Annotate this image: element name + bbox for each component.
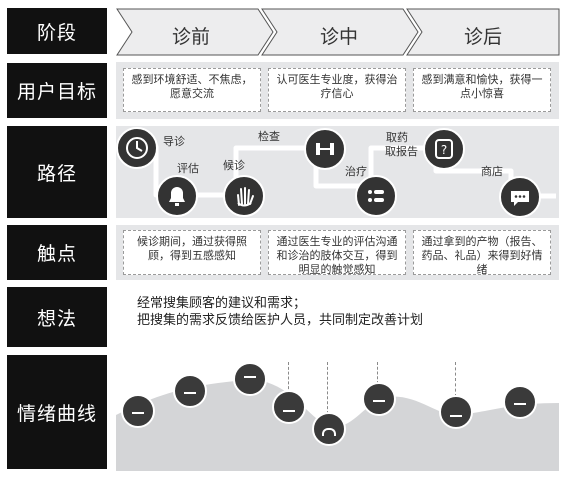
dumbbell-icon <box>304 128 346 170</box>
emotion-face-4 <box>272 390 306 424</box>
emotion-face-3 <box>233 362 267 396</box>
row-label-touchpoint: 触点 <box>7 225 107 280</box>
emotion-face-1 <box>121 394 155 428</box>
stage-chevron-3 <box>406 8 560 56</box>
emotion-guide-line-4 <box>455 362 456 397</box>
emotion-face-8 <box>503 385 537 419</box>
emotion-guide-line-1 <box>288 362 289 394</box>
stage-chevrons <box>116 8 560 56</box>
stage-chevron-2 <box>261 8 419 56</box>
path-label-treat: 治疗 <box>345 165 367 178</box>
emotion-face-6 <box>362 382 396 416</box>
thought-line-2: 把搜集的需求反馈给医护人员，共同制定改善计划 <box>137 313 424 328</box>
chat-icon <box>499 176 541 218</box>
touchpoint-card-during: 通过医生专业的评估沟通和诊治的肢体交互，得到明显的触觉感知 <box>268 230 406 276</box>
path-label-guide: 导诊 <box>163 135 185 148</box>
touchpoint-card-pre: 候诊期间，通过获得照顾，得到五感感知 <box>123 230 261 275</box>
clock-icon <box>116 127 158 169</box>
bell-icon <box>156 175 198 217</box>
svg-text:?: ? <box>441 143 447 157</box>
path-label-wait: 候诊 <box>223 159 245 172</box>
emotion-face-2 <box>173 374 207 408</box>
goal-card-during: 认可医生专业度，获得治疗信心 <box>268 68 406 112</box>
path-label-pickup: 取药 <box>386 131 408 144</box>
emotion-guide-line-3 <box>377 362 378 384</box>
row-label-path: 路径 <box>7 126 107 218</box>
thought-line-1: 经常搜集顾客的建议和需求； <box>137 296 307 311</box>
row-label-goal: 用户目标 <box>7 63 107 118</box>
emotion-curve <box>116 379 559 471</box>
row-label-stage: 阶段 <box>7 8 107 54</box>
stage-chevron-1 <box>116 8 274 56</box>
question-icon: ? <box>423 128 465 170</box>
row-label-emotion: 情绪曲线 <box>7 355 107 469</box>
emotion-face-5 <box>312 412 346 446</box>
row-label-thoughts: 想法 <box>7 287 107 347</box>
path-label-store: 商店 <box>481 165 503 178</box>
emotion-guide-line-2 <box>327 362 328 414</box>
stage-post: 诊后 <box>464 26 503 48</box>
emotion-face-7 <box>439 395 473 429</box>
path-label-assess: 评估 <box>177 162 199 175</box>
stage-during: 诊中 <box>320 26 359 48</box>
hand-icon <box>223 175 265 217</box>
goal-card-post: 感到满意和愉快，获得一点小惊喜 <box>413 68 551 112</box>
goal-card-pre: 感到环境舒适、不焦虑，愿意交流 <box>123 68 261 112</box>
touchpoint-card-post: 通过拿到的产物（报告、药品、礼品）来得到好情绪 <box>413 230 551 276</box>
stage-pre: 诊前 <box>172 26 211 48</box>
path-label-check: 检查 <box>258 130 280 143</box>
path-label-report: 取报告 <box>385 145 418 158</box>
list-icon <box>355 175 397 217</box>
